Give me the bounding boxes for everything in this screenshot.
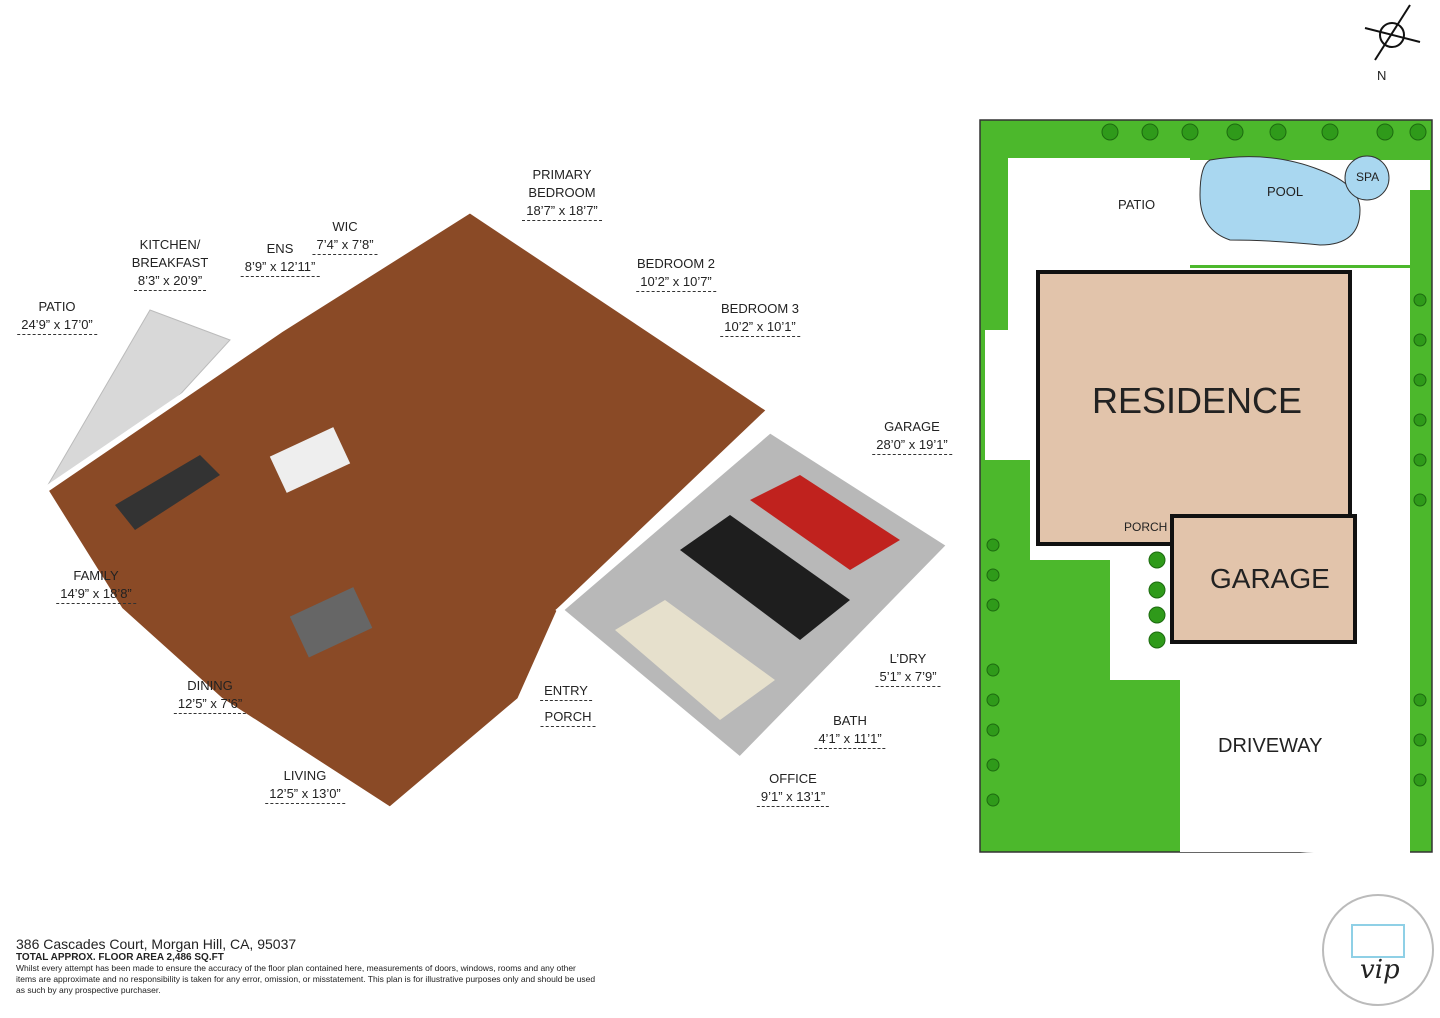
logo-mark: vip bbox=[1360, 955, 1400, 985]
room-dimensions: 10’2” x 10’1” bbox=[720, 318, 800, 337]
room-label: LIVING 12’5” x 13’0” bbox=[265, 767, 345, 804]
room-name: DINING bbox=[187, 678, 233, 693]
room-label: L’DRY 5’1” x 7’9” bbox=[875, 650, 941, 687]
site-driveway-label: DRIVEWAY bbox=[1218, 735, 1323, 757]
room-label: DINING 12’5” x 7’6” bbox=[173, 677, 247, 714]
room-name: L’DRY bbox=[889, 651, 927, 666]
room-label: OFFICE 9’1” x 13’1” bbox=[756, 770, 830, 807]
room-label: FAMILY 14’9” x 18’8” bbox=[56, 567, 136, 604]
room-dimensions: 28’0” x 19’1” bbox=[872, 436, 952, 455]
sofa bbox=[115, 455, 220, 530]
room-name: KITCHEN/ BREAKFAST bbox=[131, 237, 209, 270]
site-spa-label: SPA bbox=[1356, 170, 1380, 184]
site-garage-label: GARAGE bbox=[1210, 563, 1330, 594]
room-dimensions: 24’9” x 17’0” bbox=[17, 316, 97, 335]
room-name: BEDROOM 2 bbox=[636, 256, 716, 271]
room-label: WIC 7’4” x 7’8” bbox=[312, 218, 378, 255]
room-dimensions: 12’5” x 13’0” bbox=[265, 785, 345, 804]
room-label: GARAGE 28’0” x 19’1” bbox=[872, 418, 952, 455]
site-residence-label: RESIDENCE bbox=[1092, 380, 1303, 421]
room-name: OFFICE bbox=[769, 771, 817, 786]
room-label: PRIMARY BEDROOM 18’7” x 18’7” bbox=[517, 166, 607, 221]
room-dimensions: 10’2” x 10’7” bbox=[636, 273, 716, 292]
north-label: N bbox=[1377, 68, 1387, 83]
room-dimensions: 12’5” x 7’6” bbox=[173, 695, 247, 714]
kitchen-island bbox=[269, 427, 351, 493]
room-label: PORCH bbox=[540, 708, 596, 727]
disclaimer: Whilst every attempt has been made to en… bbox=[16, 963, 596, 995]
room-dimensions: 8’9” x 12’11” bbox=[240, 258, 320, 277]
room-name: ENS bbox=[266, 241, 294, 256]
room-name: FAMILY bbox=[73, 568, 119, 583]
site-patio-label: PATIO bbox=[1118, 197, 1156, 212]
room-name: ENTRY bbox=[540, 682, 592, 701]
room-name: GARAGE bbox=[884, 419, 940, 434]
room-name: LIVING bbox=[283, 768, 327, 783]
floor-area: TOTAL APPROX. FLOOR AREA 2,486 SQ.FT bbox=[16, 952, 224, 963]
room-name: PORCH bbox=[540, 708, 596, 727]
room-label: PATIO 24’9” x 17’0” bbox=[17, 298, 97, 335]
room-label: BEDROOM 3 10’2” x 10’1” bbox=[720, 300, 800, 337]
room-dimensions: 4’1” x 11’1” bbox=[814, 730, 886, 749]
north-arrow-icon bbox=[1364, 4, 1421, 61]
site-pool-label: POOL bbox=[1267, 184, 1304, 199]
footer: 386 Cascades Court, Morgan Hill, CA, 950… bbox=[16, 936, 596, 996]
car-black bbox=[680, 515, 850, 640]
room-name: BATH bbox=[833, 713, 867, 728]
site-porch-label: PORCH bbox=[1124, 520, 1168, 534]
room-label: BEDROOM 2 10’2” x 10’7” bbox=[636, 255, 716, 292]
car-white bbox=[615, 600, 775, 720]
room-dimensions: 9’1” x 13’1” bbox=[756, 788, 830, 807]
room-dimensions: 5’1” x 7’9” bbox=[875, 668, 941, 687]
site-plan bbox=[979, 119, 1433, 860]
dining-table bbox=[289, 587, 373, 658]
room-dimensions: 18’7” x 18’7” bbox=[522, 202, 602, 221]
house-floor bbox=[40, 206, 775, 814]
room-name: PATIO bbox=[38, 299, 76, 314]
room-name: BEDROOM 3 bbox=[720, 301, 800, 316]
room-dimensions: 7’4” x 7’8” bbox=[312, 236, 378, 255]
room-label: KITCHEN/ BREAKFAST 8’3” x 20’9” bbox=[125, 236, 215, 291]
room-dimensions: 8’3” x 20’9” bbox=[133, 272, 207, 291]
logo bbox=[1322, 894, 1434, 1006]
room-name: PRIMARY BEDROOM bbox=[528, 167, 596, 200]
room-label: ENS 8’9” x 12’11” bbox=[240, 240, 320, 277]
car-red bbox=[750, 475, 900, 570]
address: 386 Cascades Court, Morgan Hill, CA, 950… bbox=[16, 936, 297, 952]
room-label: ENTRY bbox=[540, 682, 592, 701]
room-name: WIC bbox=[332, 219, 358, 234]
room-label: BATH 4’1” x 11’1” bbox=[814, 712, 886, 749]
room-dimensions: 14’9” x 18’8” bbox=[56, 585, 136, 604]
